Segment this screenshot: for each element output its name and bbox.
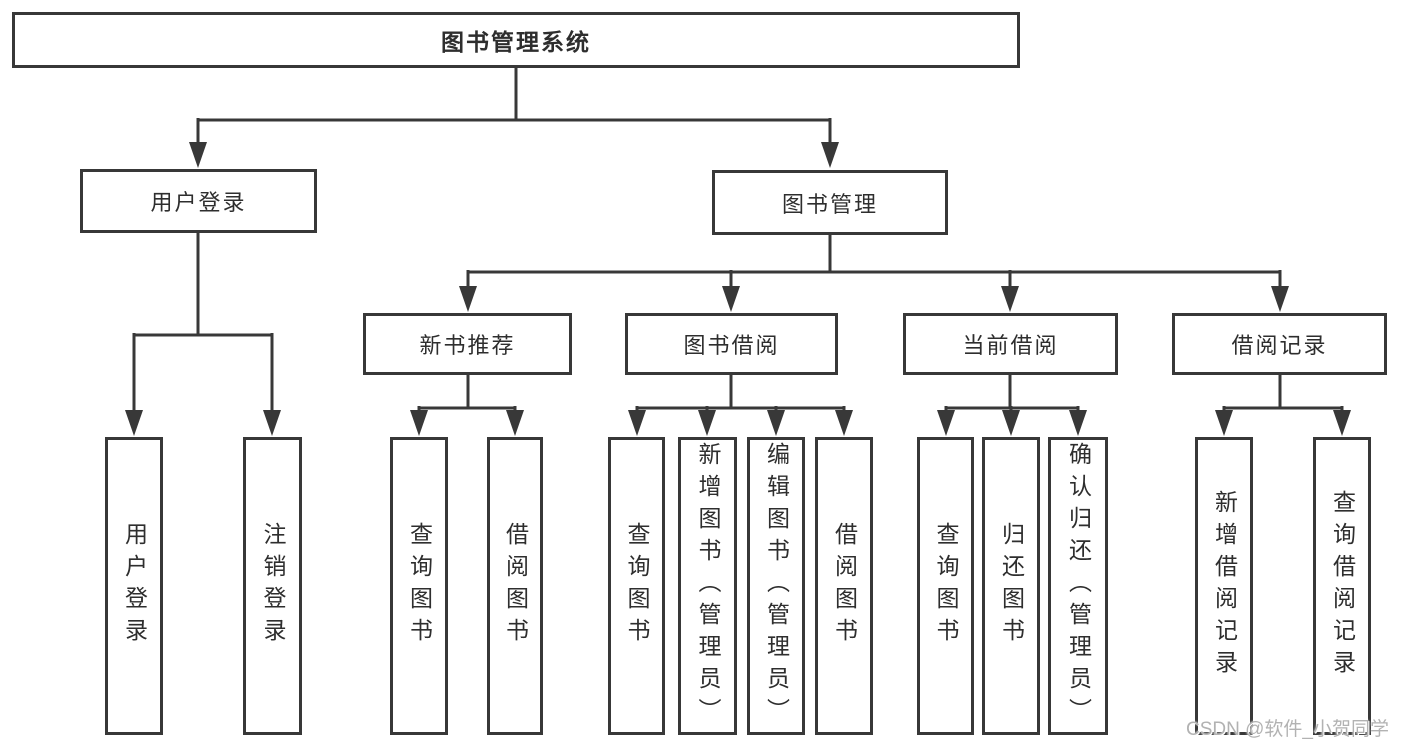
node-borrow-records: 借阅记录	[1172, 313, 1387, 375]
connector-borrow-records	[1215, 375, 1351, 436]
arrow-down-icon	[1215, 410, 1233, 436]
connector-new-book-recommend	[410, 375, 524, 436]
arrow-down-icon	[937, 410, 955, 436]
node-label: 图书管理系统	[441, 29, 591, 55]
node-label: 新增借阅记录	[1211, 490, 1238, 682]
node-label: 查询图书	[624, 522, 650, 650]
node-root: 图书管理系统	[12, 12, 1020, 68]
connector-book-borrowing	[628, 375, 853, 436]
node-label: 确认归还（管理员）	[1065, 442, 1092, 730]
arrow-down-icon	[698, 410, 716, 436]
node-label: 图书管理	[781, 191, 878, 217]
leaf-confirm-return-admin: 确认归还（管理员）	[1048, 437, 1108, 735]
node-label: 归还图书	[998, 522, 1025, 650]
node-label: 查询图书	[406, 522, 433, 650]
node-label: 新增图书（管理员）	[695, 442, 721, 730]
node-label: 查询图书	[933, 522, 959, 650]
arrow-down-icon	[1333, 410, 1351, 436]
node-label: 借阅记录	[1231, 333, 1328, 358]
arrow-down-icon	[835, 410, 853, 436]
watermark: CSDN @软件_小贺同学	[1186, 719, 1389, 740]
node-label: 借阅图书	[502, 522, 529, 650]
leaf-add-borrow-record: 新增借阅记录	[1195, 437, 1253, 735]
node-label: 编辑图书（管理员）	[763, 442, 790, 730]
node-label: 新书推荐	[419, 333, 516, 358]
leaf-borrow-books-borrowing: 借阅图书	[815, 437, 873, 735]
leaf-query-books-recommend: 查询图书	[390, 437, 448, 735]
leaf-query-books-borrowing: 查询图书	[608, 437, 665, 735]
node-new-book-recommend: 新书推荐	[363, 313, 572, 375]
node-label: 当前借阅	[962, 333, 1059, 358]
arrow-down-icon	[459, 286, 477, 312]
node-book-management: 图书管理	[712, 170, 948, 235]
leaf-query-borrow-record: 查询借阅记录	[1313, 437, 1371, 735]
node-label: 查询借阅记录	[1329, 490, 1356, 682]
arrow-down-icon	[1069, 410, 1087, 436]
arrow-down-icon	[125, 410, 143, 436]
arrow-down-icon	[1271, 286, 1289, 312]
arrow-down-icon	[1001, 286, 1019, 312]
leaf-borrow-books-recommend: 借阅图书	[487, 437, 543, 735]
arrow-down-icon	[1002, 410, 1020, 436]
leaf-user-login: 用户登录	[105, 437, 163, 735]
leaf-add-book-admin: 新增图书（管理员）	[678, 437, 737, 735]
connector-current-borrowing	[937, 375, 1087, 436]
node-current-borrowing: 当前借阅	[903, 313, 1118, 375]
node-label: 注销登录	[260, 522, 286, 650]
arrow-down-icon	[189, 142, 207, 168]
arrow-down-icon	[767, 410, 785, 436]
leaf-edit-book-admin: 编辑图书（管理员）	[747, 437, 805, 735]
arrow-down-icon	[722, 286, 740, 312]
node-label: 用户登录	[121, 522, 148, 650]
connector-user-login	[125, 233, 281, 436]
node-label: 用户登录	[150, 190, 247, 215]
arrow-down-icon	[821, 142, 839, 168]
node-book-borrowing: 图书借阅	[625, 313, 838, 375]
arrow-down-icon	[410, 410, 428, 436]
node-label: 借阅图书	[831, 522, 858, 650]
leaf-logout: 注销登录	[243, 437, 302, 735]
connector-book-management	[459, 235, 1289, 312]
arrow-down-icon	[506, 410, 524, 436]
connector-root	[189, 68, 839, 168]
leaf-return-books: 归还图书	[982, 437, 1040, 735]
node-label: 图书借阅	[683, 333, 780, 358]
arrow-down-icon	[263, 410, 281, 436]
node-user-login: 用户登录	[80, 169, 317, 233]
arrow-down-icon	[628, 410, 646, 436]
leaf-query-books-current: 查询图书	[917, 437, 974, 735]
